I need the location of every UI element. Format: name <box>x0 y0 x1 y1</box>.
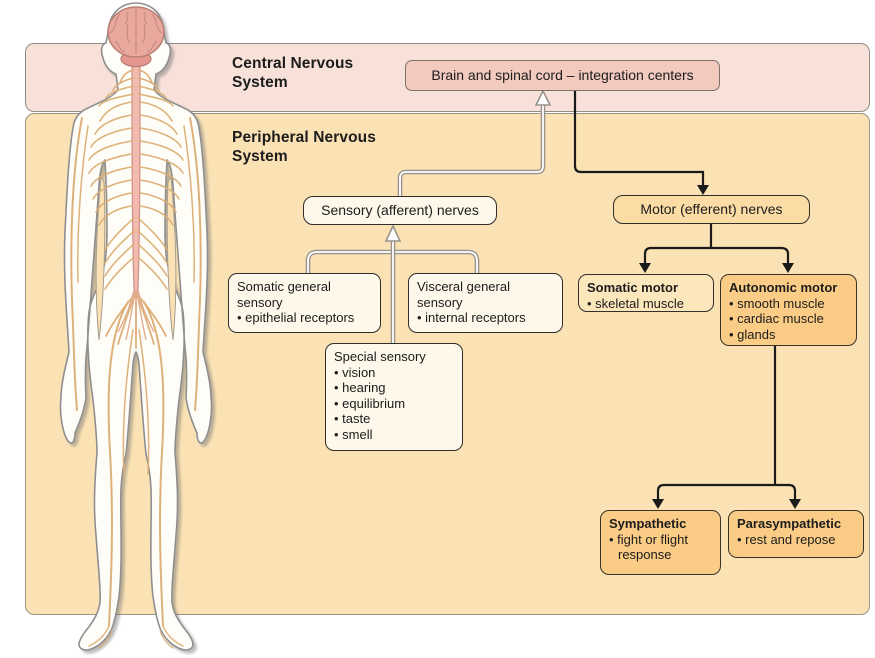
bullet-item: • glands <box>729 326 776 342</box>
sympathetic-list: • fight or flight response <box>609 532 712 563</box>
bullet-item: • equilibrium <box>334 395 406 411</box>
somatic-general-sensory-list: • epithelial receptors <box>237 310 372 326</box>
bullet-item: • internal receptors <box>417 310 526 326</box>
sympathetic-box: Sympathetic • fight or flight response <box>600 510 721 575</box>
bullet-item: • fight or flight response <box>609 531 688 563</box>
bullet-item: • taste <box>334 411 371 427</box>
bullet-item: • vision <box>334 364 376 380</box>
bullet-item: • smooth muscle <box>729 295 825 311</box>
sensory-nerves-box: Sensory (afferent) nerves <box>303 196 497 225</box>
cns-heading: Central Nervous System <box>232 55 354 91</box>
parasympathetic-list: • rest and repose <box>737 532 855 548</box>
bullet-item: • smell <box>334 426 373 442</box>
motor-nerves-box: Motor (efferent) nerves <box>613 195 810 224</box>
bullet-item: • hearing <box>334 380 386 396</box>
bullet-item: • rest and repose <box>737 531 836 547</box>
motor-nerves-label: Motor (efferent) nerves <box>640 201 783 218</box>
somatic-motor-title: Somatic motor <box>587 280 679 295</box>
autonomic-motor-title: Autonomic motor <box>729 280 838 295</box>
brain-spinal-cord-box: Brain and spinal cord – integration cent… <box>405 60 720 91</box>
autonomic-motor-list: • smooth muscle• cardiac muscle• glands <box>729 296 848 343</box>
special-sensory-title: Special sensory <box>334 349 426 364</box>
parasympathetic-box: Parasympathetic • rest and repose <box>728 510 864 558</box>
sensory-nerves-label: Sensory (afferent) nerves <box>321 202 479 219</box>
bullet-item: • skeletal muscle <box>587 295 685 311</box>
bullet-item: • epithelial receptors <box>237 310 355 326</box>
visceral-general-sensory-box: Visceral general sensory • internal rece… <box>408 273 563 333</box>
parasympathetic-title: Parasympathetic <box>737 516 842 531</box>
visceral-general-sensory-list: • internal receptors <box>417 310 554 326</box>
sympathetic-title: Sympathetic <box>609 516 687 531</box>
somatic-general-sensory-title: Somatic general sensory <box>237 279 331 310</box>
special-sensory-box: Special sensory • vision• hearing• equil… <box>325 343 463 451</box>
visceral-general-sensory-title: Visceral general sensory <box>417 279 510 310</box>
bullet-item: • cardiac muscle <box>729 311 824 327</box>
somatic-motor-list: • skeletal muscle <box>587 296 705 312</box>
brain-spinal-cord-label: Brain and spinal cord – integration cent… <box>431 67 694 84</box>
special-sensory-list: • vision• hearing• equilibrium• taste• s… <box>334 365 454 443</box>
autonomic-motor-box: Autonomic motor • smooth muscle• cardiac… <box>720 274 857 346</box>
somatic-motor-box: Somatic motor • skeletal muscle <box>578 274 714 312</box>
somatic-general-sensory-box: Somatic general sensory • epithelial rec… <box>228 273 381 333</box>
pns-heading: Peripheral Nervous System <box>232 129 376 165</box>
